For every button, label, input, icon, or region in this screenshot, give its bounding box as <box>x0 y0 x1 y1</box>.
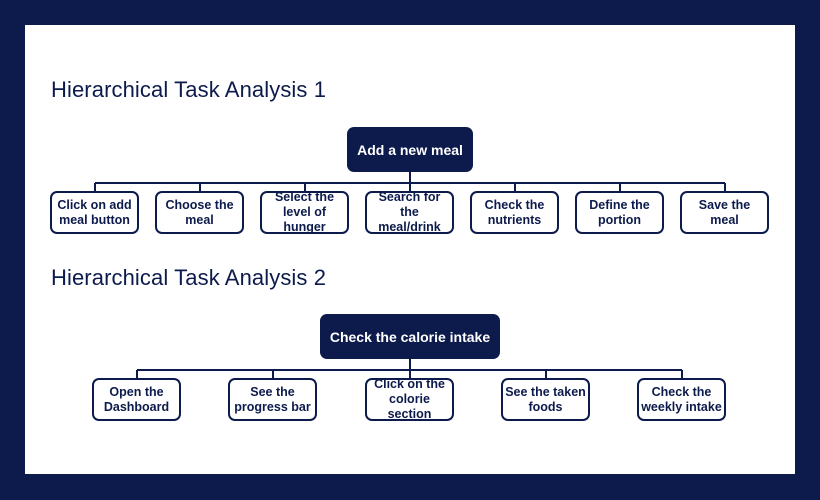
hta2-step-1: Open the Dashboard <box>92 378 181 421</box>
hta1-step-7: Save the meal <box>680 191 769 234</box>
hta1-step-5: Check the nutrients <box>470 191 559 234</box>
hta2-title: Hierarchical Task Analysis 2 <box>51 265 327 290</box>
hta1-step-4: Search for the meal/drink <box>365 190 454 234</box>
hta2-root-node: Check the calorie intake <box>320 314 500 359</box>
hta2-step-4: See the taken foods <box>501 378 590 421</box>
diagram-card: Hierarchical Task Analysis 1 Add a new m… <box>25 25 795 474</box>
hta1-step-1: Click on add meal button <box>50 191 139 234</box>
hta1-step-6: Define the portion <box>575 191 664 234</box>
hta1-title: Hierarchical Task Analysis 1 <box>51 77 327 102</box>
hta1-step-3: Select the level of hunger <box>260 190 349 234</box>
hta2-step-5: Check the weekly intake <box>637 378 726 421</box>
hta2-step-3: Click on the colorie section <box>365 377 454 421</box>
hta1-step-2: Choose the meal <box>155 191 244 234</box>
hta2-step-2: See the progress bar <box>228 378 317 421</box>
hta1-root-node: Add a new meal <box>347 127 473 172</box>
hierarchy-connectors <box>94 172 726 378</box>
